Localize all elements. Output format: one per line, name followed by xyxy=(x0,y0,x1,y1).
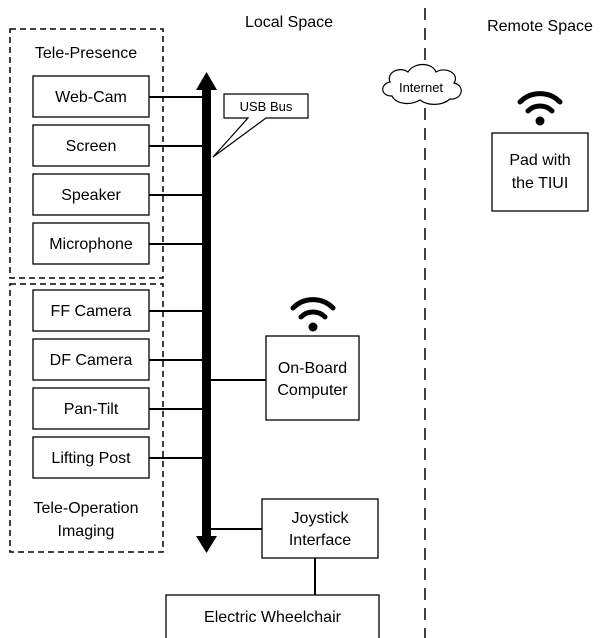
device-label: Screen xyxy=(66,138,117,155)
usb-bus xyxy=(196,72,217,553)
pad-label-line2: the TIUI xyxy=(512,175,569,192)
device-ff-camera: FF Camera xyxy=(32,289,150,332)
cloud-icon xyxy=(382,63,462,105)
device-df-camera: DF Camera xyxy=(32,338,150,381)
teleoperation-label-line2: Imaging xyxy=(58,523,115,540)
internet-cloud: Internet xyxy=(382,63,462,105)
device-label: DF Camera xyxy=(50,352,133,369)
telepresence-label: Tele-Presence xyxy=(35,45,137,62)
bus-arrow-down xyxy=(196,536,217,553)
wheelchair-label: Electric Wheelchair xyxy=(204,609,342,626)
device-label: Microphone xyxy=(49,236,133,253)
device-speaker: Speaker xyxy=(32,173,150,216)
device-connectors xyxy=(149,96,206,459)
device-label: Lifting Post xyxy=(51,450,131,467)
device-label: FF Camera xyxy=(51,303,132,320)
bus-arrow-up xyxy=(196,72,217,90)
computer-label-line2: Computer xyxy=(277,382,348,399)
computer-label-line1: On-Board xyxy=(278,360,347,377)
electric-wheelchair: Electric Wheelchair xyxy=(165,594,380,638)
pad-wifi-icon xyxy=(520,94,560,126)
joystick-label-line1: Joystick xyxy=(292,510,350,527)
internet-label: Internet xyxy=(399,80,443,95)
device-screen: Screen xyxy=(32,124,150,167)
teleoperation-label-line1: Tele-Operation xyxy=(34,500,139,517)
joystick-label-line2: Interface xyxy=(289,532,351,549)
device-label: Web-Cam xyxy=(55,89,127,106)
device-pan-tilt: Pan-Tilt xyxy=(32,387,150,430)
remote-pad: Pad with the TIUI xyxy=(491,132,589,212)
joystick-interface: Joystick Interface xyxy=(261,498,379,559)
usb-bus-callout: USB Bus xyxy=(212,93,309,158)
local-space-title: Local Space xyxy=(245,14,333,31)
device-label: Pan-Tilt xyxy=(64,401,119,418)
device-webcam: Web-Cam xyxy=(32,75,150,118)
device-lifting-post: Lifting Post xyxy=(32,436,150,479)
onboard-computer: On-Board Computer xyxy=(265,335,360,421)
device-microphone: Microphone xyxy=(32,222,150,265)
computer-wifi-icon xyxy=(293,300,333,332)
device-label: Speaker xyxy=(61,187,121,204)
pad-label-line1: Pad with xyxy=(509,152,570,169)
usb-bus-label: USB Bus xyxy=(240,99,293,114)
remote-space-title: Remote Space xyxy=(487,18,593,35)
